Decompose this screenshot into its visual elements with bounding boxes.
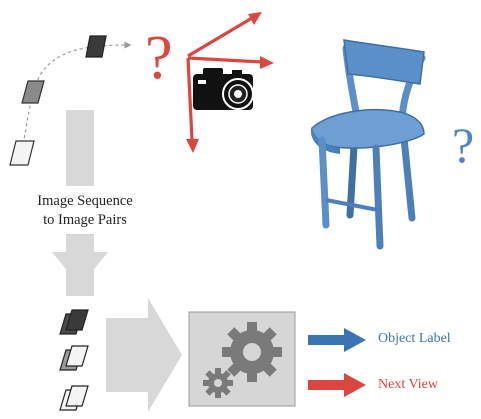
pairs-to-network-arrow bbox=[106, 298, 182, 412]
camera-question-mark: ? bbox=[145, 24, 173, 92]
sequence-label-line1: Image Sequence bbox=[37, 193, 133, 209]
next-view-arrow bbox=[308, 373, 366, 397]
chair-icon bbox=[310, 39, 426, 250]
object-label-arrow bbox=[308, 328, 366, 352]
camera-icon bbox=[193, 68, 254, 110]
gear-icon bbox=[203, 368, 233, 398]
next-view-text: Next View bbox=[378, 377, 438, 392]
sequence-label-line2: to Image Pairs bbox=[43, 212, 127, 228]
chair-question-mark: ? bbox=[452, 117, 474, 173]
image-pair-stack bbox=[59, 345, 89, 371]
image-frame-icon bbox=[9, 140, 35, 166]
image-frame-icon bbox=[85, 35, 107, 58]
object-label-text: Object Label bbox=[378, 331, 451, 346]
image-frame-icon bbox=[21, 80, 45, 104]
image-pair-stack bbox=[59, 385, 89, 411]
image-pair-stack bbox=[59, 309, 89, 335]
camera-axes bbox=[186, 12, 274, 153]
gear-icon bbox=[222, 322, 282, 382]
